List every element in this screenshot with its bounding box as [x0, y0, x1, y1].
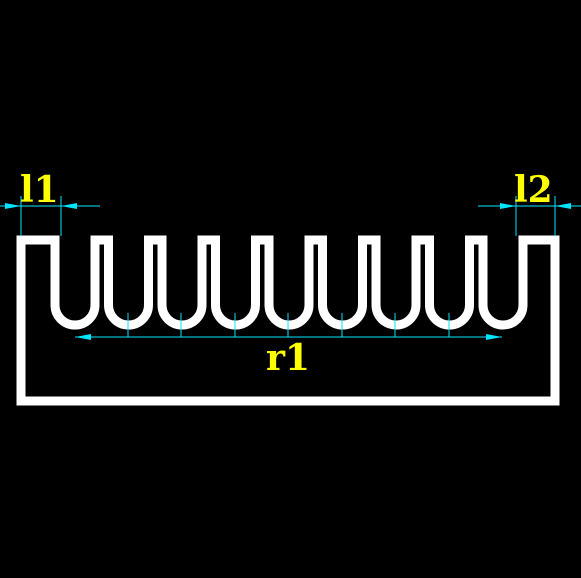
- dimension-label-l1: l1: [20, 169, 59, 211]
- l2-arrow-left: [500, 203, 516, 209]
- serpentine-profile-outline: [16, 235, 560, 406]
- l1-arrow-left: [5, 203, 21, 209]
- l2-arrow-right: [555, 203, 571, 209]
- dimension-label-r1: r1: [266, 337, 310, 379]
- l1-arrow-right: [61, 203, 77, 209]
- r1-arrow-left: [75, 334, 91, 340]
- dimension-label-l2: l2: [514, 169, 553, 211]
- dimension-graphics: [0, 196, 581, 340]
- r1-arrow-right: [486, 334, 502, 340]
